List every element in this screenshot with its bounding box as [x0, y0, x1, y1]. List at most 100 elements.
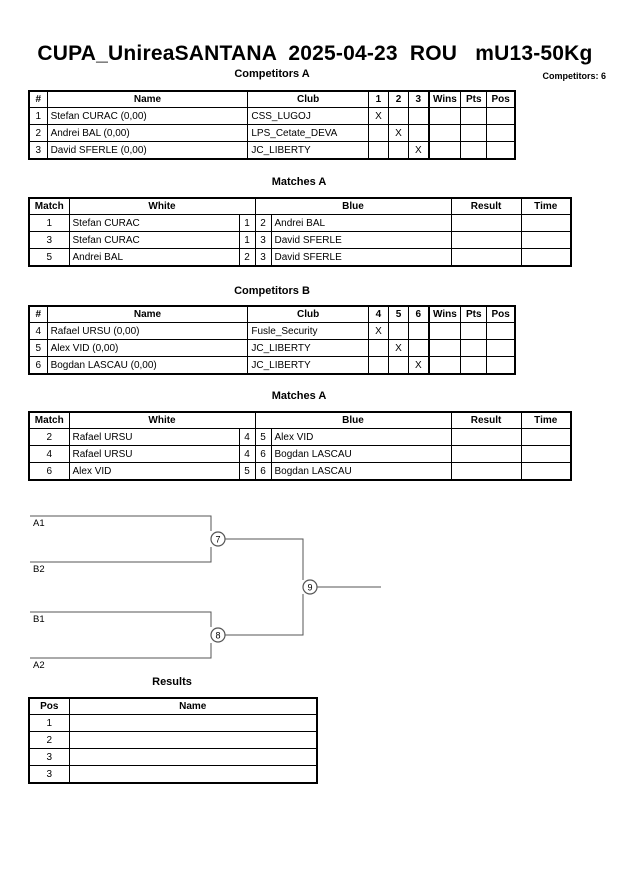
table-row: 1 Stefan CURAC 1 2 Andrei BAL	[28, 214, 572, 232]
cell-number: 2	[28, 124, 48, 142]
col-match-2: 2	[387, 90, 410, 108]
bracket-seed-a2: A2	[33, 660, 45, 671]
col-pts: Pts	[460, 90, 488, 108]
cell-time[interactable]	[520, 445, 572, 463]
cell-result[interactable]	[450, 231, 522, 249]
cell-wins[interactable]	[427, 141, 462, 160]
cell-pts[interactable]	[460, 107, 488, 125]
cell-name[interactable]	[68, 731, 318, 749]
cell-match: 5	[28, 248, 70, 267]
cell-pos: 1	[28, 714, 70, 732]
cell-club: Fusle_Security	[247, 322, 369, 340]
col-wins: Wins	[427, 90, 462, 108]
bracket-node-8-label: 8	[215, 631, 220, 641]
cell-time[interactable]	[520, 428, 572, 446]
cell-time[interactable]	[520, 462, 572, 481]
col-club: Club	[247, 90, 369, 108]
col-pts: Pts	[460, 305, 488, 323]
cell-name[interactable]	[68, 714, 318, 732]
cell-blue-num: 3	[254, 248, 272, 267]
col-pos: Pos	[486, 305, 516, 323]
col-match-1: 1	[367, 90, 389, 108]
cell-vs-5: X	[387, 339, 410, 357]
cell-white-num: 2	[238, 248, 256, 267]
col-match: Match	[28, 197, 70, 215]
table-header-row: Match White Blue Result Time	[28, 411, 572, 429]
cell-name: Andrei BAL (0,00)	[46, 124, 249, 142]
cell-vs-6	[408, 339, 430, 357]
cell-pts[interactable]	[460, 322, 488, 340]
cell-result[interactable]	[450, 214, 522, 232]
col-pos: Pos	[28, 697, 70, 715]
table-row: 4 Rafael URSU (0,00) Fusle_Security X	[28, 322, 516, 340]
cell-pos[interactable]	[486, 356, 516, 375]
table-row: 6 Bogdan LASCAU (0,00) JC_LIBERTY X	[28, 356, 516, 375]
cell-blue: David SFERLE	[270, 248, 452, 267]
col-match-5: 5	[387, 305, 410, 323]
cell-match: 6	[28, 462, 70, 481]
table-row: 3 David SFERLE (0,00) JC_LIBERTY X	[28, 141, 516, 160]
cell-pos[interactable]	[486, 339, 516, 357]
col-blue: Blue	[254, 411, 452, 429]
cell-pos[interactable]	[486, 322, 516, 340]
cell-result[interactable]	[450, 462, 522, 481]
cell-name: Rafael URSU (0,00)	[46, 322, 249, 340]
table-row: 2 Andrei BAL (0,00) LPS_Cetate_DEVA X	[28, 124, 516, 142]
cell-pts[interactable]	[460, 141, 488, 160]
cell-number: 1	[28, 107, 48, 125]
cell-vs-1	[367, 124, 389, 142]
cell-white: Rafael URSU	[68, 428, 240, 446]
cell-vs-2: X	[387, 124, 410, 142]
table-header-row: Pos Name	[28, 697, 318, 715]
bracket-seed-b2: B2	[33, 564, 45, 575]
cell-blue-num: 6	[254, 462, 272, 481]
bracket-node-7	[210, 531, 226, 547]
cell-vs-4: X	[367, 322, 389, 340]
table-header-row: # Name Club 4 5 6 Wins Pts Pos	[28, 305, 516, 323]
cell-time[interactable]	[520, 231, 572, 249]
bracket-node-7-label: 7	[215, 535, 220, 545]
col-pos: Pos	[486, 90, 516, 108]
cell-wins[interactable]	[427, 124, 462, 142]
cell-pts[interactable]	[460, 356, 488, 375]
cell-white-num: 4	[238, 428, 256, 446]
cell-vs-4	[367, 339, 389, 357]
cell-name: Stefan CURAC (0,00)	[46, 107, 249, 125]
cell-match: 3	[28, 231, 70, 249]
cell-result[interactable]	[450, 248, 522, 267]
cell-name[interactable]	[68, 748, 318, 766]
cell-number: 4	[28, 322, 48, 340]
cell-blue-num: 6	[254, 445, 272, 463]
bracket-line-a1	[30, 515, 212, 531]
cell-pos[interactable]	[486, 141, 516, 160]
table-row: 3	[28, 765, 318, 784]
cell-club: JC_LIBERTY	[247, 141, 369, 160]
bracket-seed-b1: B1	[33, 614, 45, 625]
cell-name: Bogdan LASCAU (0,00)	[46, 356, 249, 375]
cell-time[interactable]	[520, 248, 572, 267]
cell-result[interactable]	[450, 445, 522, 463]
col-name: Name	[46, 305, 249, 323]
cell-vs-6	[408, 322, 430, 340]
cell-name[interactable]	[68, 765, 318, 784]
cell-pts[interactable]	[460, 124, 488, 142]
cell-wins[interactable]	[427, 339, 462, 357]
table-row: 3 Stefan CURAC 1 3 David SFERLE	[28, 231, 572, 249]
cell-time[interactable]	[520, 214, 572, 232]
col-white: White	[68, 411, 256, 429]
cell-pos[interactable]	[486, 124, 516, 142]
cell-vs-2	[387, 107, 410, 125]
cell-blue: David SFERLE	[270, 231, 452, 249]
cell-result[interactable]	[450, 428, 522, 446]
cell-pts[interactable]	[460, 339, 488, 357]
cell-wins[interactable]	[427, 356, 462, 375]
bracket-line-b2	[30, 547, 212, 563]
cell-wins[interactable]	[427, 322, 462, 340]
matches-table-b: Match White Blue Result Time 2 Rafael UR…	[28, 411, 573, 481]
cell-wins[interactable]	[427, 107, 462, 125]
cell-pos[interactable]	[486, 107, 516, 125]
col-number: #	[28, 90, 48, 108]
col-number: #	[28, 305, 48, 323]
cell-vs-5	[387, 356, 410, 375]
cell-match: 4	[28, 445, 70, 463]
